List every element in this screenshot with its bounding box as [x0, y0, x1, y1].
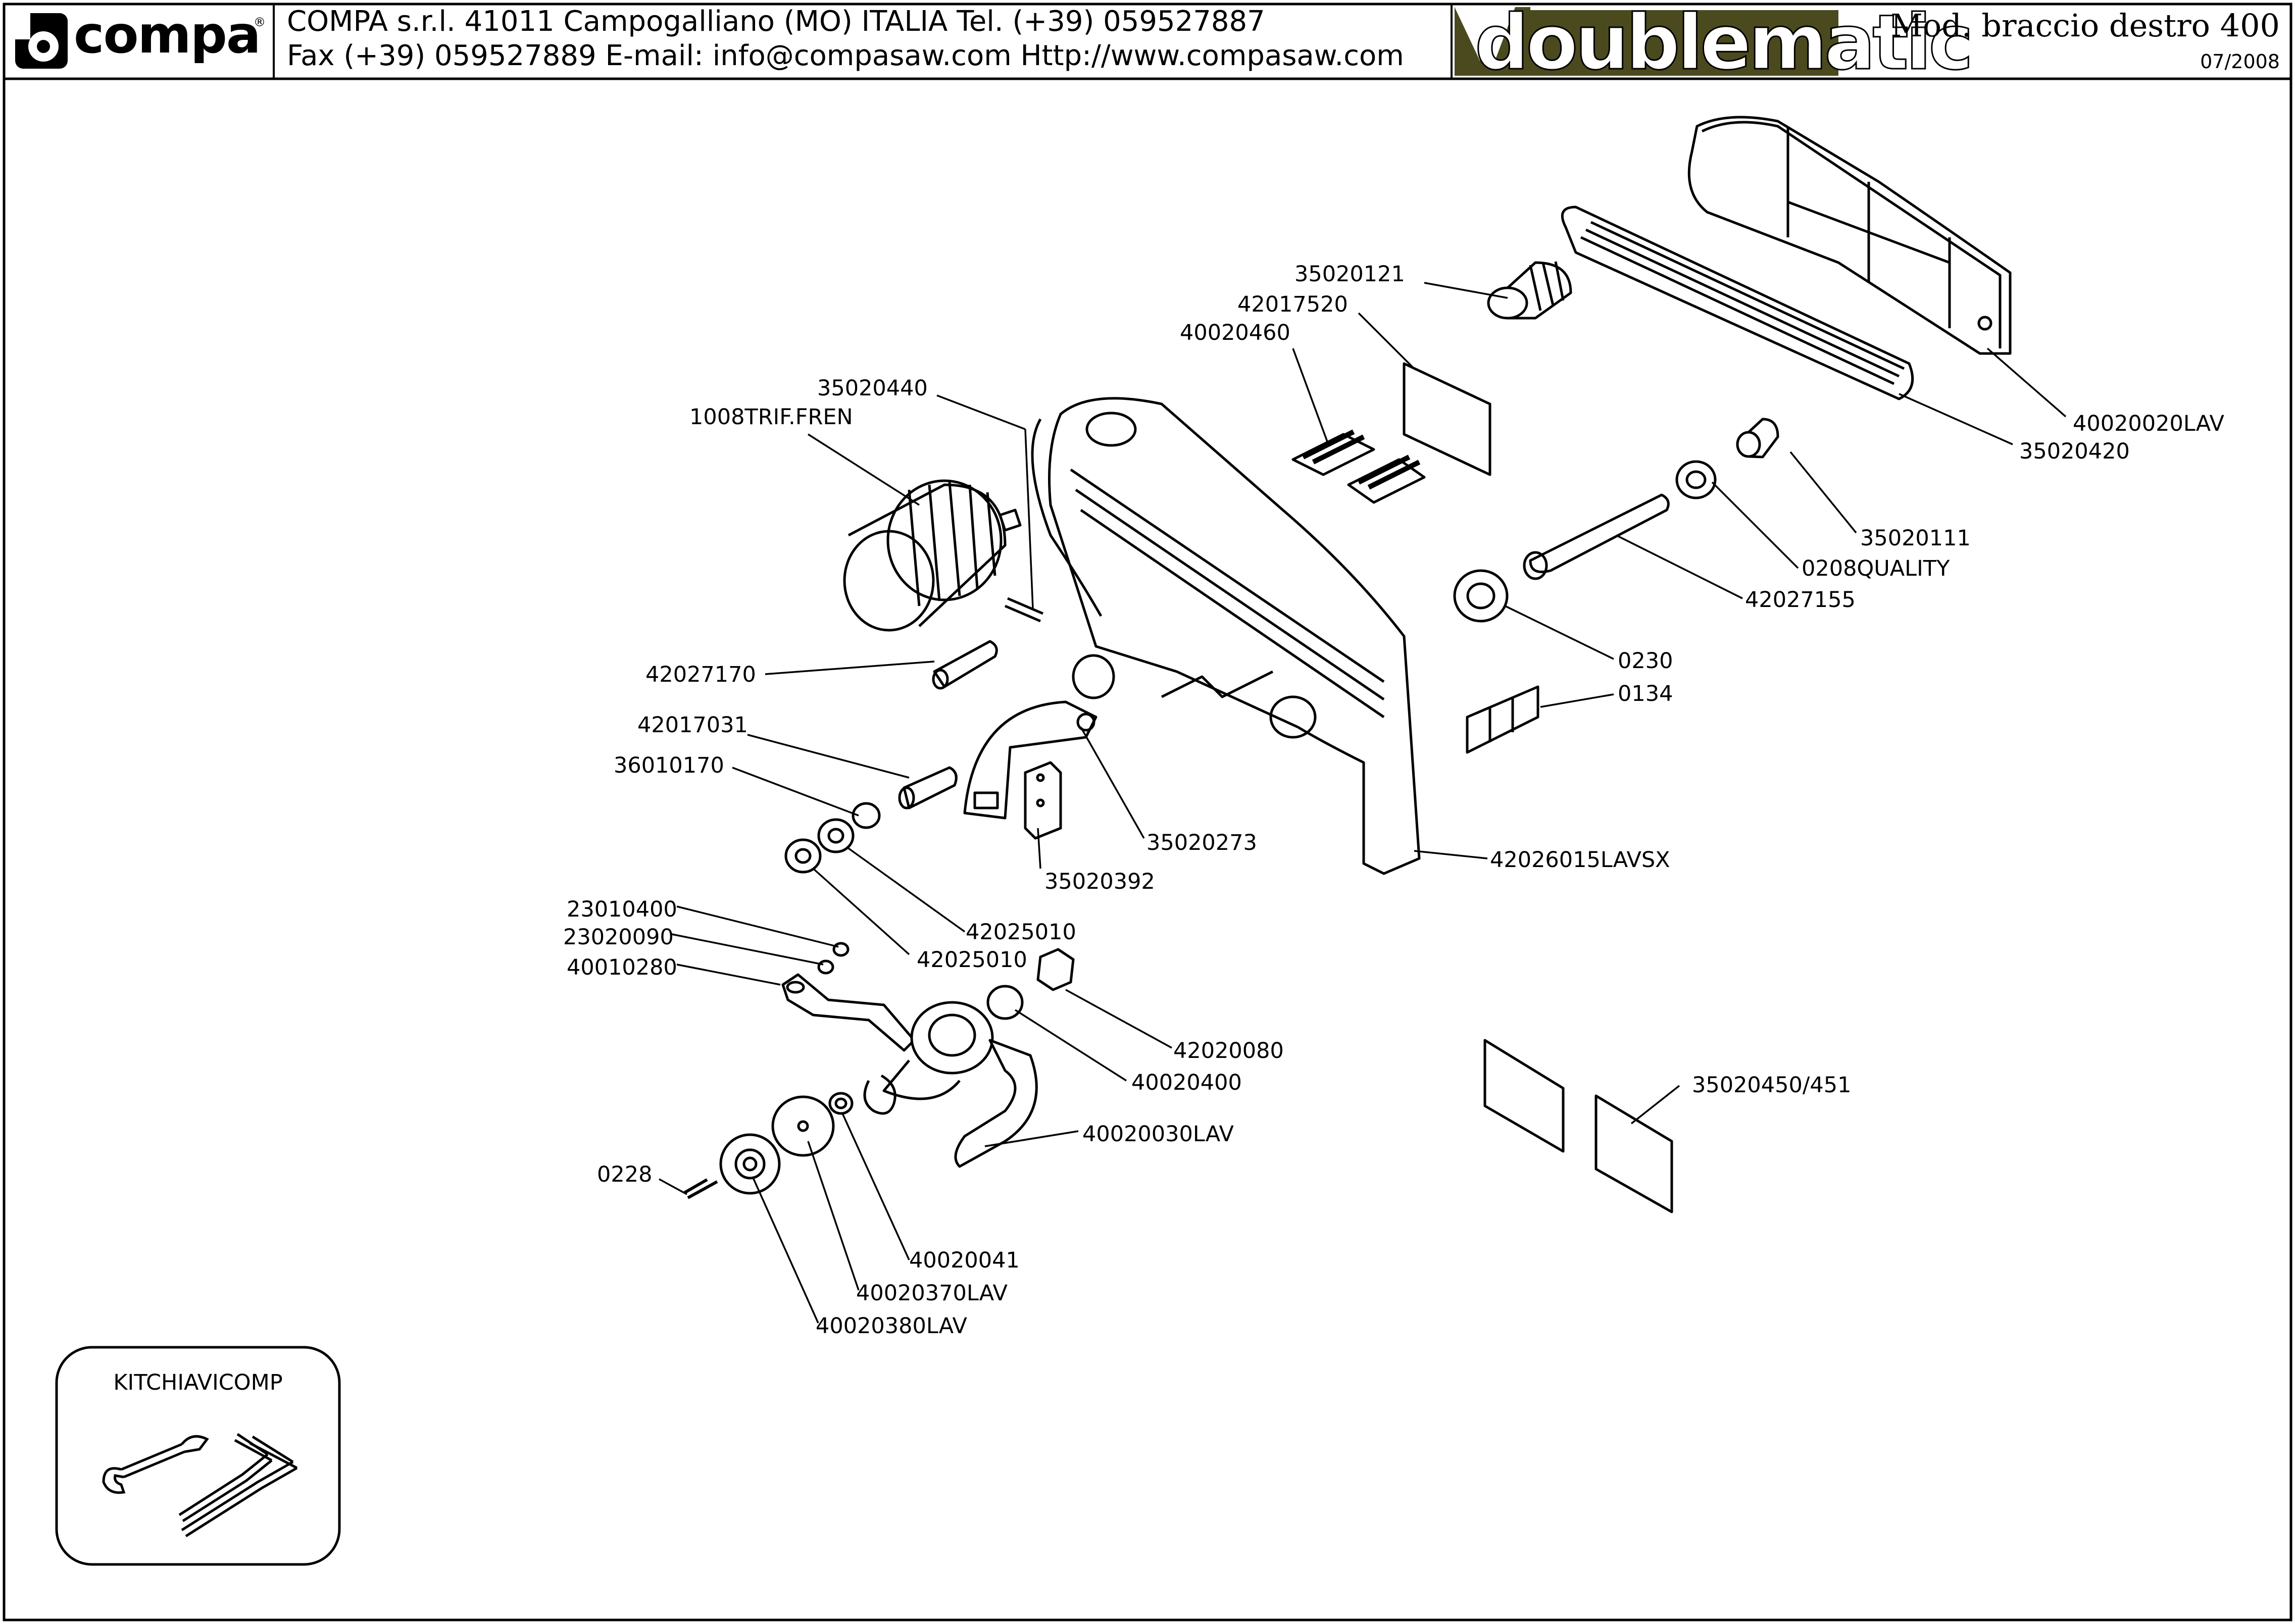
part-label: 40020041	[909, 1248, 1020, 1273]
part-label: 0230	[1618, 648, 1673, 674]
bearing-42025010-a-drawing	[817, 818, 855, 853]
block-35020392-drawing	[1024, 761, 1062, 840]
part-label: 40020020LAV	[2073, 411, 2224, 436]
part-label: 35020273	[1146, 830, 1257, 855]
bearing-42025010-b-drawing	[784, 838, 822, 874]
disk-40020370-drawing	[771, 1095, 835, 1157]
shaft-42027155-drawing	[1523, 493, 1670, 580]
hex-key-icon	[178, 1433, 298, 1538]
part-label: 35020111	[1860, 526, 1971, 551]
parts-drawing	[683, 116, 2012, 1213]
wheel-40020380-drawing	[719, 1133, 781, 1195]
part-label: 0228	[597, 1162, 652, 1187]
part-labels: 35020121 42017520 40020460 35020440 1008…	[563, 262, 2224, 1339]
part-label: 35020392	[1044, 869, 1155, 894]
nut-40020041-drawing	[828, 1092, 854, 1115]
part-label: 40020370LAV	[856, 1281, 1008, 1306]
part-label: 40020400	[1131, 1070, 1242, 1095]
part-label: 42027155	[1745, 587, 1856, 613]
screw-35020440-drawing	[1005, 597, 1043, 623]
arm-42026015-drawing	[1031, 397, 1421, 875]
company-info-line-1: COMPA s.r.l. 41011 Campogalliano (MO) IT…	[287, 5, 1265, 38]
registered-mark: ®	[254, 15, 266, 29]
sheet-border	[3, 3, 2292, 1621]
part-label: 36010170	[614, 753, 724, 778]
part-label: 35020450/451	[1692, 1073, 1851, 1098]
gear-35020111-drawing	[1736, 418, 1779, 459]
model-title: Mod. braccio destro 400	[1890, 7, 2280, 44]
gear-35020121-drawing	[1487, 261, 1572, 320]
guard-40020020-drawing	[1687, 116, 2012, 355]
part-0134-drawing	[1466, 685, 1539, 754]
brand-wordmark: doublematic	[1474, 0, 1974, 88]
part-label: 0208QUALITY	[1802, 556, 1950, 581]
part-label: 35020420	[2019, 439, 2130, 464]
bushing-36010170-drawing	[852, 802, 881, 829]
part-label: 0134	[1618, 681, 1673, 706]
part-label: 35020121	[1294, 262, 1405, 287]
part-label: 42025010	[966, 920, 1076, 945]
company-logo-text: compa	[74, 5, 261, 65]
label-35020450-drawing	[1483, 1039, 1565, 1153]
pin-42027170-drawing	[932, 640, 998, 690]
circlip-drawing	[863, 1074, 896, 1115]
wrench-icon	[102, 1435, 209, 1494]
kit-box: KITCHIAVICOMP	[55, 1346, 341, 1566]
doublematic-brand-icon	[1455, 7, 1838, 76]
compa-logo-icon	[15, 13, 68, 69]
part-label: 42017031	[637, 713, 748, 738]
part-label: 40020460	[1180, 320, 1290, 345]
part-label: 42025010	[917, 947, 1027, 973]
lever-40010280-drawing	[781, 973, 916, 1052]
screw-0228-drawing	[683, 1178, 718, 1199]
bearing-0208-drawing	[1675, 460, 1717, 499]
nut-23010400-drawing	[832, 942, 850, 957]
company-info-line-2: Fax (+39) 059527889 E-mail: info@compasa…	[287, 39, 1404, 72]
part-label: 23010400	[567, 897, 677, 922]
part-label: 35020440	[817, 376, 928, 401]
plate-42017520-drawing	[1403, 362, 1491, 476]
label-35020451-drawing	[1594, 1094, 1673, 1213]
hub-40020030-drawing	[882, 1001, 1038, 1168]
part-label: 40020380LAV	[816, 1313, 967, 1339]
pin-42017031-drawing	[898, 766, 958, 809]
leader-lines	[659, 282, 2067, 1324]
part-label: 40010280	[567, 955, 677, 980]
part-label: 42020080	[1173, 1038, 1284, 1063]
part-label: 42026015LAVSX	[1490, 847, 1670, 873]
bracket-35020273-drawing	[963, 700, 1097, 820]
kit-title: KITCHIAVICOMP	[113, 1370, 282, 1395]
washer-40020400-drawing	[986, 985, 1024, 1020]
part-label: 1008TRIF.FREN	[689, 404, 853, 430]
motor-drawing	[843, 479, 1022, 632]
revision-date: 07/2008	[2200, 50, 2280, 73]
brushes-40020460-drawing	[1291, 429, 1426, 504]
part-label: 40020030LAV	[1082, 1122, 1234, 1147]
bearing-0230-drawing	[1453, 569, 1509, 623]
nut-23020090-drawing	[817, 959, 834, 975]
part-label: 42017520	[1237, 292, 1348, 317]
nut-42020080-drawing	[1036, 948, 1075, 991]
part-label: 23020090	[563, 925, 674, 950]
part-label: 42027170	[645, 662, 756, 687]
